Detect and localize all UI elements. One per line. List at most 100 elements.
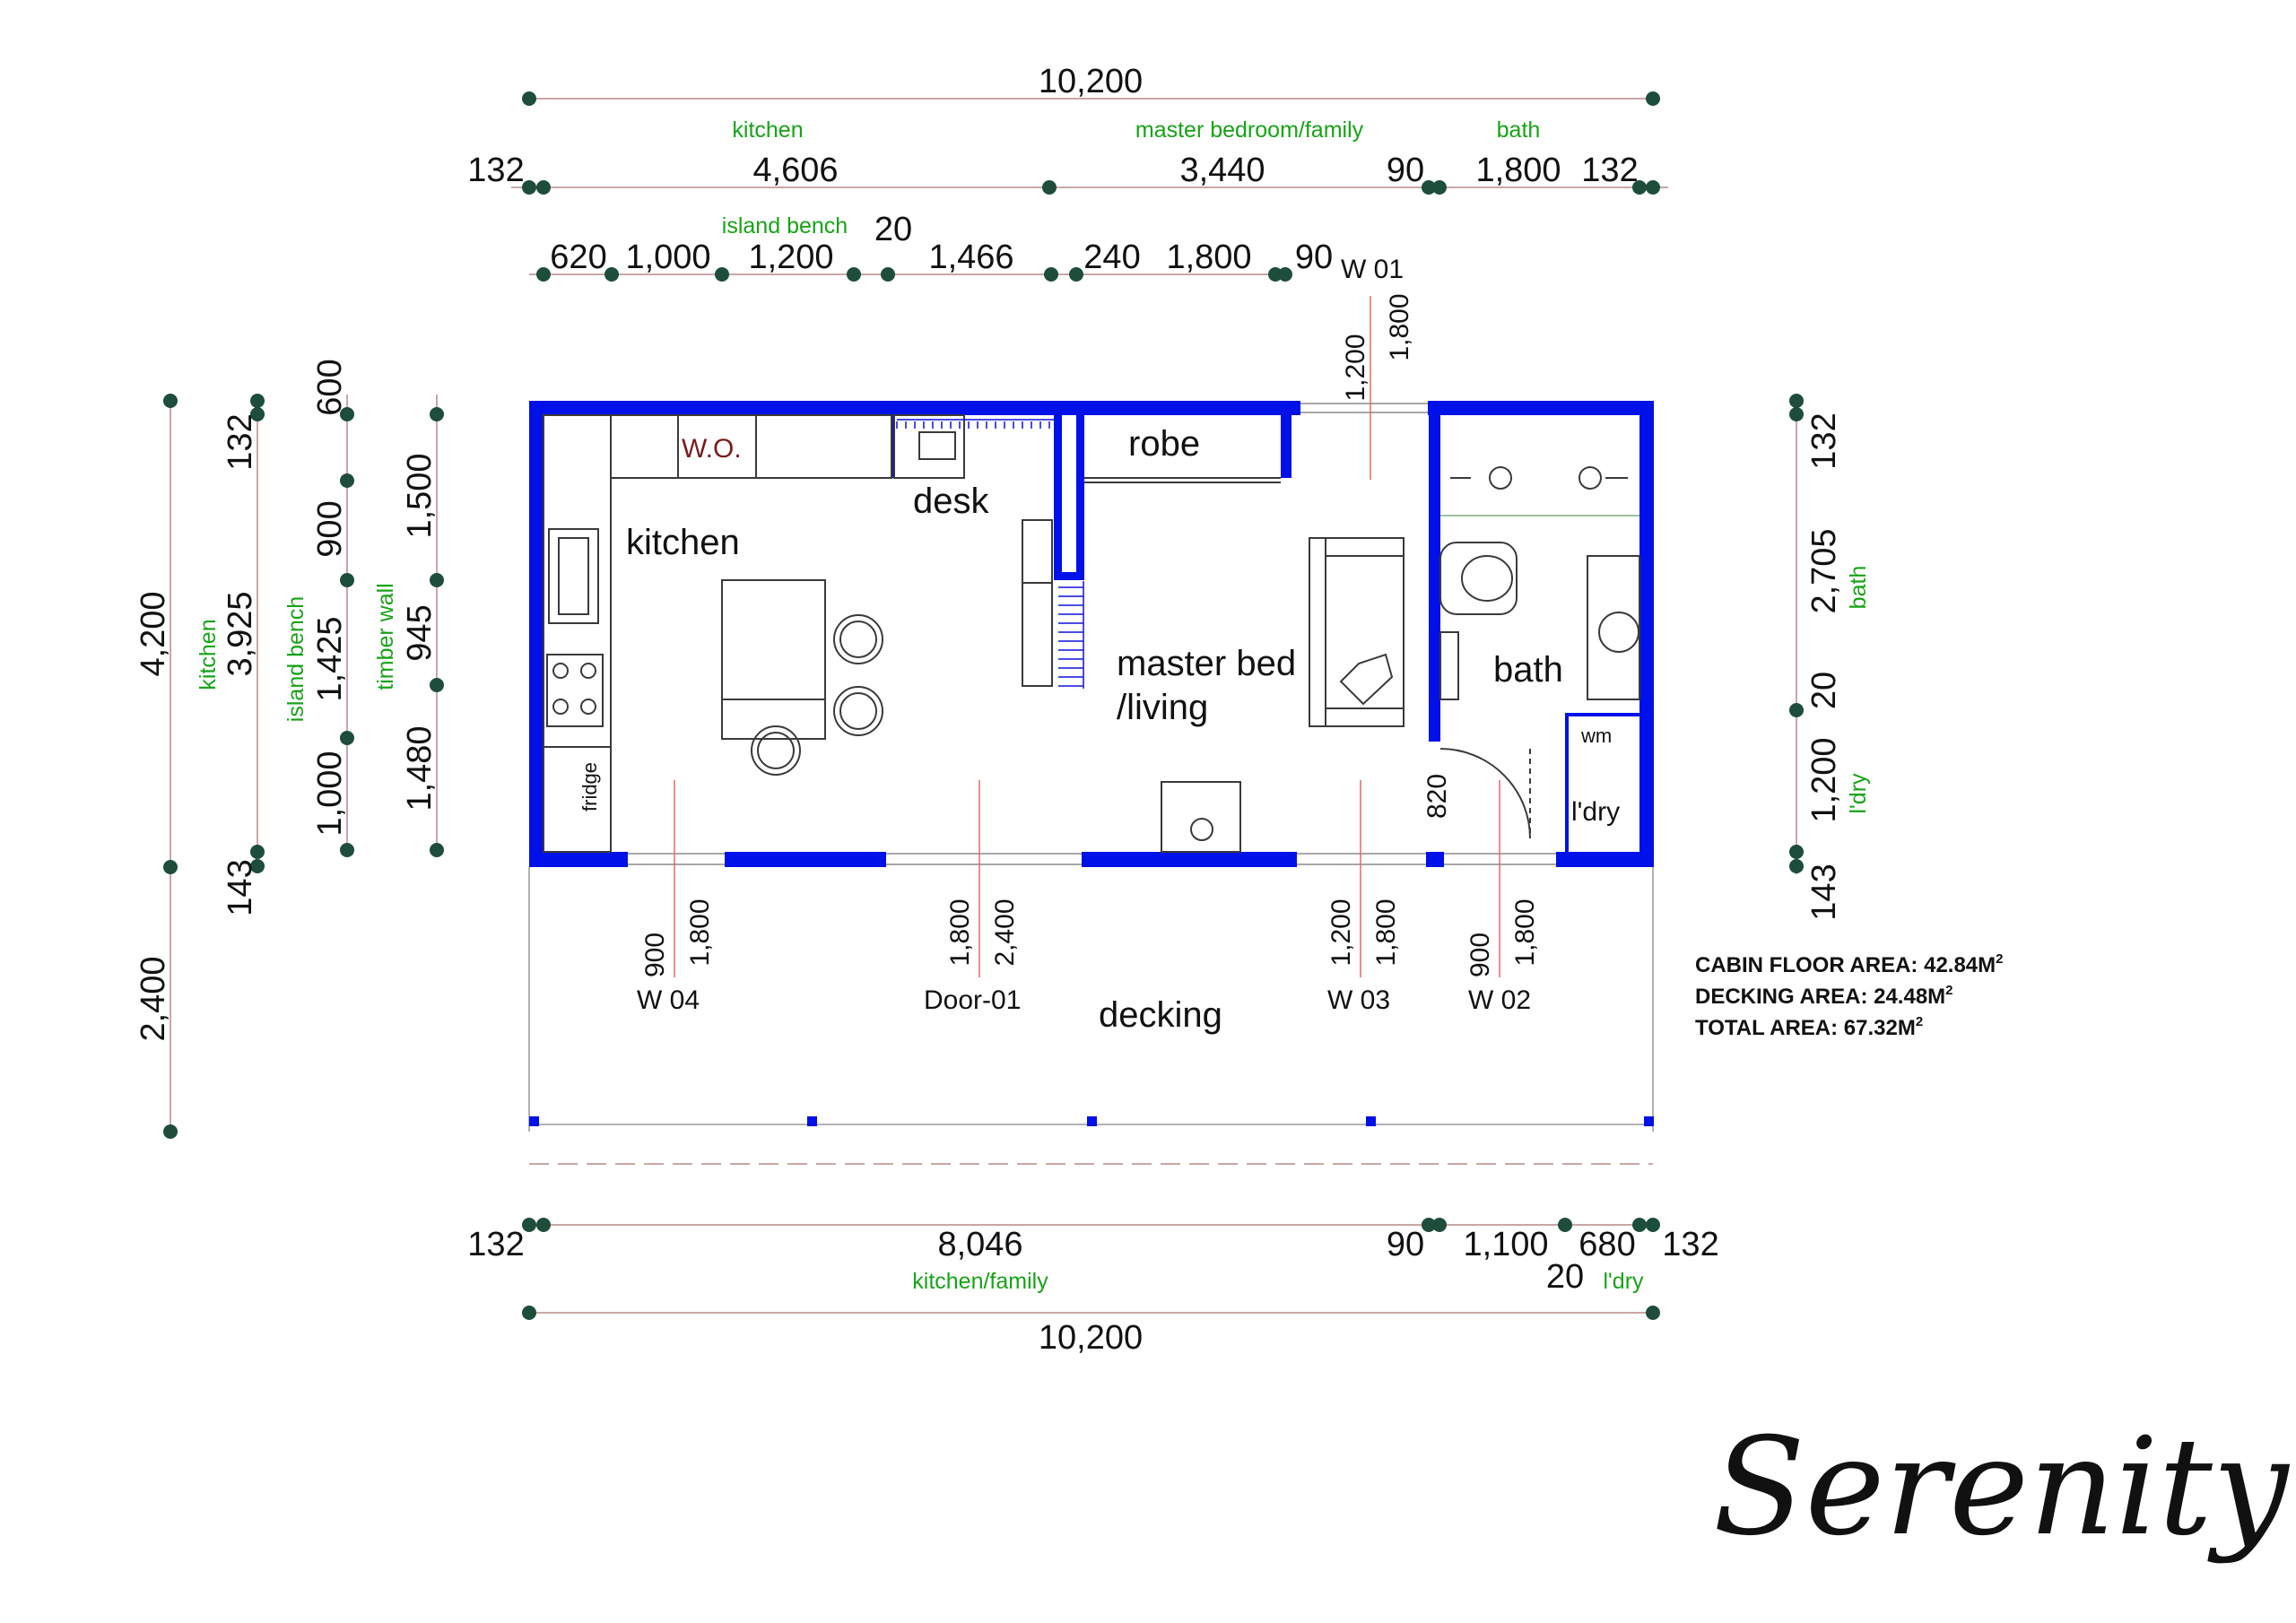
bottom-dim-20: 20 <box>1546 1258 1584 1296</box>
top-label-island: island bench <box>722 213 848 239</box>
top-dim-132-left: 132 <box>467 152 524 189</box>
top-dimension-chains: 10,200 132 4,606 3,440 90 1,800 132 kitc… <box>467 63 1668 282</box>
window-w03-width: 1,800 <box>1371 898 1401 966</box>
window-w02-name: W 02 <box>1468 985 1531 1015</box>
door-01-width: 2,400 <box>990 898 1020 966</box>
fireplace-icon <box>1161 781 1241 853</box>
kitchen-furniture <box>543 414 1084 853</box>
bath-furniture <box>1439 466 1640 839</box>
sink-icon <box>548 528 599 624</box>
window-w01-height: 1,200 <box>1341 334 1370 401</box>
door-01-name: Door-01 <box>924 985 1021 1015</box>
right-label-bath: bath <box>1846 566 1871 610</box>
cooktop-icon <box>546 654 604 727</box>
total-area: TOTAL AREA: 67.32M2 <box>1695 1014 1923 1040</box>
top-dim-kitchen: 4,606 <box>752 152 838 189</box>
left-dimension-chains: 4,200 2,400 kitchen 132 3,925 143 island… <box>135 359 444 1139</box>
brand-wordmark: Serenity <box>1713 1410 2291 1566</box>
top-dim-1200: 1,200 <box>748 239 833 276</box>
interior-walls <box>891 401 1641 852</box>
left-dim-132: 132 <box>222 413 259 470</box>
shower-icon <box>1450 466 1628 490</box>
bottom-dimension-chains: 132 8,046 90 1,100 680 132 20 kitchen/fa… <box>467 1163 1719 1357</box>
right-dim-2705: 2,705 <box>1805 528 1843 613</box>
top-dim-90: 90 <box>1387 152 1424 189</box>
window-w03-name: W 03 <box>1327 985 1390 1015</box>
top-dim-132-right: 132 <box>1581 152 1638 189</box>
left-dim-945: 945 <box>401 604 439 661</box>
room-label-robe: robe <box>1128 424 1200 464</box>
left-dim-143: 143 <box>222 859 259 916</box>
top-dim-1466: 1,466 <box>928 239 1013 276</box>
stair-icon <box>1022 519 1053 687</box>
wall-bottom-1 <box>529 852 628 867</box>
top-dim-620: 620 <box>550 239 606 276</box>
basin-icon <box>1598 612 1639 653</box>
room-label-desk: desk <box>913 482 989 521</box>
top-dim-240: 240 <box>1083 239 1140 276</box>
bottom-dim-680: 680 <box>1578 1226 1635 1263</box>
right-dim-1200: 1,200 <box>1805 737 1843 822</box>
right-dim-132: 132 <box>1805 412 1843 469</box>
bottom-label-kitchen-family: kitchen/family <box>912 1269 1048 1294</box>
top-label-bath: bath <box>1497 117 1541 143</box>
bottom-dim-90: 90 <box>1387 1226 1424 1263</box>
bottom-dim-132-right: 132 <box>1662 1226 1718 1263</box>
opening-center-lines <box>674 296 1500 977</box>
wall-top-left <box>529 401 1300 415</box>
top-overall-dimension: 10,200 <box>1039 63 1143 100</box>
bottom-overall-dimension: 10,200 <box>1039 1319 1143 1357</box>
left-dim-3925: 3,925 <box>222 591 259 676</box>
bedroom-furniture <box>1084 477 1405 853</box>
room-label-laundry: l'dry <box>1571 797 1620 827</box>
appliance-label-wo: W.O. <box>682 434 742 464</box>
fridge-icon <box>543 746 612 853</box>
laptop-icon <box>918 431 956 460</box>
room-label-bath: bath <box>1493 650 1563 690</box>
left-dim-1000: 1,000 <box>311 751 349 836</box>
left-dim-1500: 1,500 <box>401 453 439 538</box>
top-dim-1800: 1,800 <box>1166 239 1251 276</box>
top-label-kitchen: kitchen <box>732 117 803 143</box>
door-01-height: 1,800 <box>945 898 975 966</box>
right-dimension-chain: 132 2,705 20 1,200 143 bath l'dry <box>1789 394 1871 921</box>
bath-door-width: 820 <box>1422 774 1452 819</box>
bottom-dim-1100: 1,100 <box>1463 1226 1548 1263</box>
robe-wall <box>1281 415 1292 478</box>
wall-bottom-5 <box>1556 852 1653 867</box>
vanity-icon <box>1587 555 1640 700</box>
left-dim-1480: 1,480 <box>401 725 439 811</box>
exterior-walls <box>529 401 1654 867</box>
window-w01-width: 1,800 <box>1385 293 1414 360</box>
island-bench <box>721 579 826 740</box>
decking-outline <box>528 867 1654 1132</box>
left-dim-1425: 1,425 <box>311 616 349 701</box>
top-dim-bath: 1,800 <box>1475 152 1561 189</box>
left-label-timber: timber wall <box>373 583 398 690</box>
room-labels: kitchen desk robe master bed /living bat… <box>578 424 1620 1035</box>
wall-left <box>529 401 544 867</box>
top-label-master: master bedroom/family <box>1135 117 1364 143</box>
room-label-decking: decking <box>1099 995 1222 1035</box>
window-w03-height: 1,200 <box>1326 898 1356 966</box>
area-summary: CABIN FLOOR AREA: 42.84M2 DECKING AREA: … <box>1695 951 2004 1040</box>
left-label-kitchen: kitchen <box>196 619 221 690</box>
window-w02-height: 900 <box>1465 933 1495 977</box>
room-label-master-line1: master bed <box>1117 644 1296 683</box>
opening-labels: W 01 1,200 1,800 900 1,800 W 04 1,800 2,… <box>637 255 1540 1015</box>
window-w01-name: W 01 <box>1341 255 1404 284</box>
window-w04-height: 900 <box>640 933 670 977</box>
wall-right <box>1639 401 1654 867</box>
top-dim-1000: 1,000 <box>625 239 710 276</box>
window-w02-width: 1,800 <box>1510 898 1540 966</box>
desk-icon <box>893 414 965 479</box>
top-dim-90b: 90 <box>1295 239 1333 276</box>
right-dim-20: 20 <box>1805 672 1843 709</box>
left-dim-2400: 2,400 <box>135 956 172 1041</box>
appliance-label-fridge: fridge <box>578 762 601 812</box>
room-label-master-line2: /living <box>1117 688 1208 727</box>
left-dim-4200: 4,200 <box>135 591 172 676</box>
top-dim-master: 3,440 <box>1179 152 1265 189</box>
